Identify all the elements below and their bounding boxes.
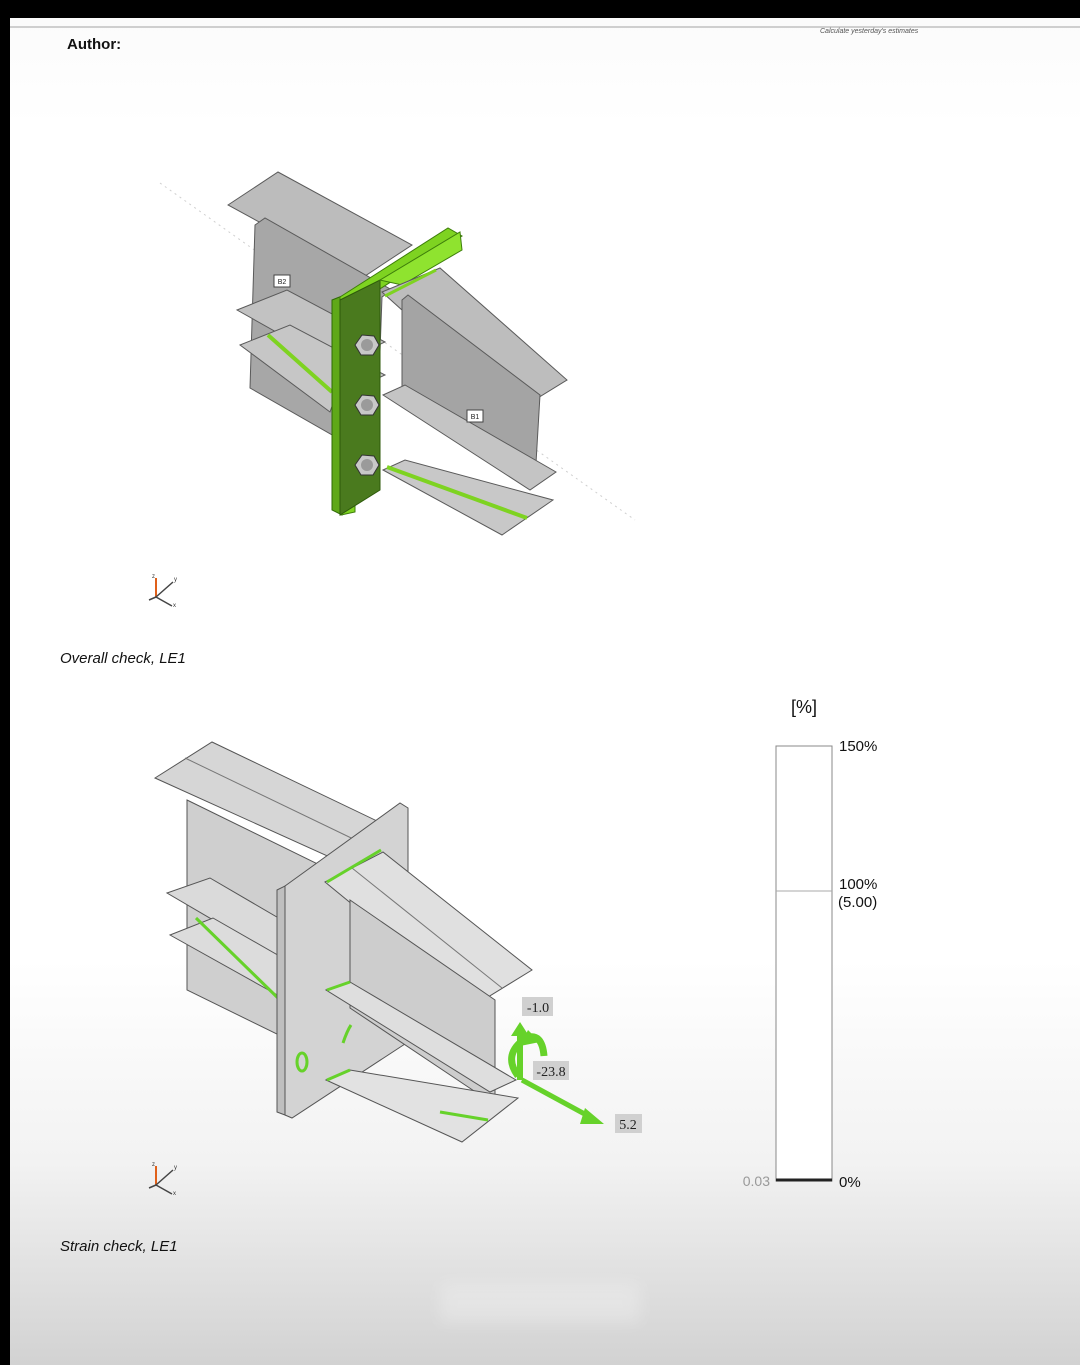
weld-b1-top: [384, 268, 437, 298]
bolt-hole-mark-2: [341, 1024, 353, 1044]
force-arrow-x: [520, 1077, 594, 1121]
legend-min-value: 0.03: [743, 1173, 770, 1189]
author-label: Author:: [67, 36, 122, 53]
strain-weld-mid: [326, 980, 351, 992]
overall-check-caption: Overall check, LE1: [60, 650, 186, 667]
bolt-1: [354, 334, 380, 356]
legend-mid-label: 100%: [839, 876, 877, 893]
svg-text:x: x: [173, 1191, 176, 1197]
beam-b1-tag: B1: [471, 414, 480, 421]
legend-unit: [%]: [791, 697, 817, 717]
force-arrow-z-head: [511, 1022, 529, 1036]
legend-mid-value: (5.00): [838, 894, 877, 911]
strain-end-plate-side: [276, 885, 286, 1116]
overall-check-model: B2 B1 z y x: [148, 171, 636, 609]
beam-b1-tag-box: [466, 409, 484, 423]
bolt-2: [354, 394, 380, 416]
force-arrow-x-head: [580, 1108, 604, 1124]
header-note: Calculate yesterday's estimates: [820, 28, 919, 35]
legend-bottom-label: 0%: [839, 1174, 861, 1191]
strain-weld-bottom: [326, 1068, 351, 1082]
weld-b2: [266, 333, 334, 394]
strain-weld-left: [194, 916, 282, 1002]
strain-weld-top: [326, 848, 382, 884]
weld-b1: [386, 465, 528, 520]
axis-triad-2: z y x: [148, 1162, 177, 1197]
end-plate-right: [378, 231, 463, 286]
member-axis-line: [159, 182, 636, 521]
load-label-box-2: [533, 1061, 569, 1080]
beam-b1-mid-flange: [381, 384, 557, 491]
strain-check-caption: Strain check, LE1: [60, 1238, 178, 1255]
load-label-3: 5.2: [619, 1118, 637, 1133]
header-divider: [10, 26, 1080, 28]
axis-triad-1: z y x: [148, 574, 177, 609]
beam-b1-web: [401, 294, 541, 481]
legend-top-label: 150%: [839, 738, 877, 755]
bolt-3: [354, 454, 380, 476]
strain-check-model: -1.0 -23.8 5.2 z y x [%] 150% 100% (5.00…: [148, 697, 878, 1197]
bottom-blur: [440, 1283, 640, 1323]
load-label-box-1: [522, 997, 553, 1016]
strain-legend: [%] 150% 100% (5.00) 0% 0.03: [743, 697, 878, 1191]
svg-text:y: y: [174, 577, 177, 583]
svg-text:x: x: [173, 603, 176, 609]
svg-text:y: y: [174, 1165, 177, 1171]
beam-b2-tag-box: [273, 274, 291, 288]
report-page: Author: Calculate yesterday's estimates …: [10, 18, 1080, 1365]
strain-weld-bottom-2: [439, 1110, 489, 1122]
beam-b2-tag: B2: [278, 279, 287, 286]
load-label-2: -23.8: [536, 1065, 565, 1080]
svg-text:z: z: [152, 574, 155, 580]
legend-bar: [775, 745, 833, 1182]
svg-text:z: z: [152, 1162, 155, 1168]
moment-arrow-head: [520, 1030, 540, 1046]
load-label-1: -1.0: [527, 1001, 549, 1016]
load-label-box-3: [615, 1114, 642, 1133]
bolt-hole-mark: [295, 1051, 309, 1073]
